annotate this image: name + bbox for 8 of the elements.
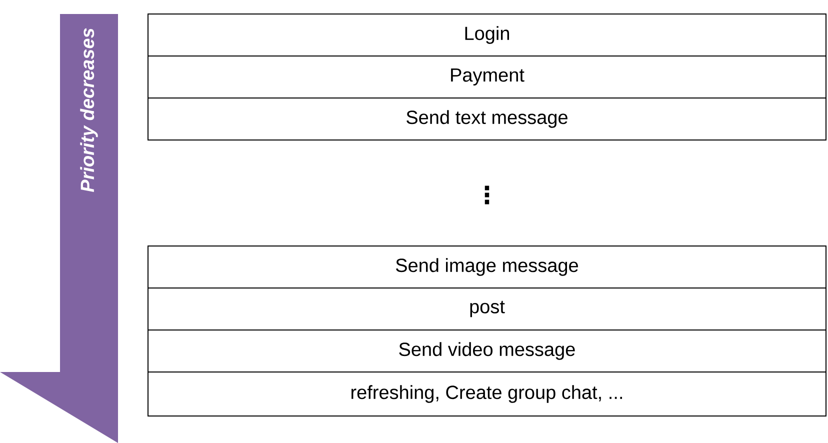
list-row: Send video message [148, 330, 826, 372]
list-row: post [148, 288, 826, 330]
list-row: Login [148, 14, 826, 56]
ellipsis-mark: ⋮ [484, 186, 490, 204]
list-row: Send image message [148, 246, 826, 288]
list-row: Send text message [148, 98, 826, 140]
list-row: Payment [148, 56, 826, 98]
list-row: refreshing, Create group chat, ... [148, 372, 826, 416]
